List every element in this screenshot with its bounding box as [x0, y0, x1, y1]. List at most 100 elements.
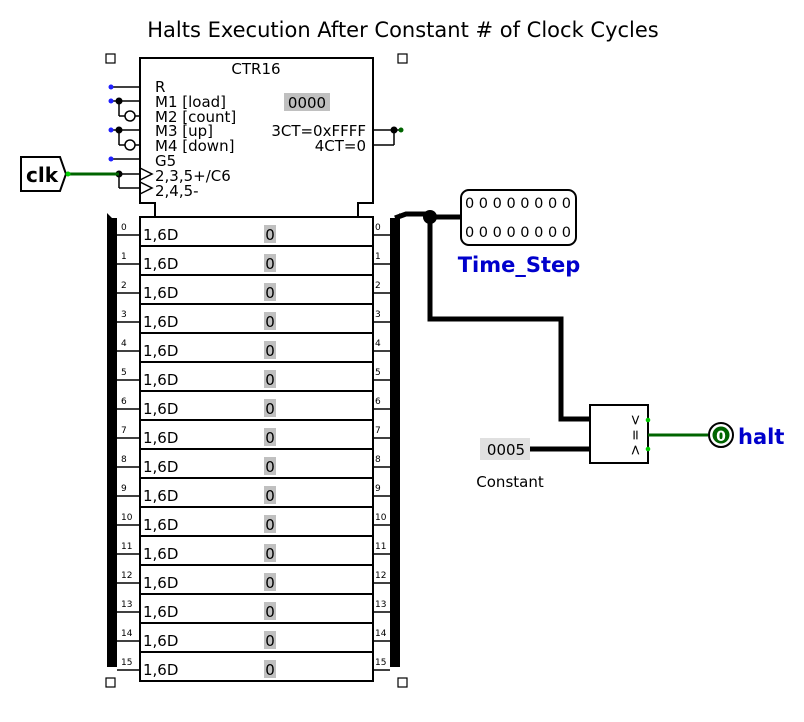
page-title: Halts Execution After Constant # of Cloc…: [147, 18, 659, 42]
register-bit-value-bg: [264, 283, 276, 301]
bus-lines: [107, 210, 593, 667]
halt-label: halt: [738, 425, 784, 449]
register-bit-index-left: 4: [121, 339, 127, 349]
register-bit-value: 0: [265, 632, 275, 650]
register-bit-index-left: 6: [121, 397, 127, 407]
register-bit-index-left: 8: [121, 455, 127, 465]
register-bit-value-bg: [264, 457, 276, 475]
counter-input-r: R: [155, 78, 165, 96]
constant-value[interactable]: 0005: [487, 441, 525, 459]
comparator[interactable]: > = <: [589, 404, 708, 464]
register-bit-index-right: 1: [375, 252, 381, 262]
register-bit-value: 0: [265, 458, 275, 476]
register-bit-index-right: 2: [375, 281, 381, 291]
register-bit-value-bg: [264, 515, 276, 533]
register-bit-index-left: 7: [121, 426, 127, 436]
register-bit-index-right: 5: [375, 368, 381, 378]
register-bit-value-bg: [264, 312, 276, 330]
clock-pin-shape[interactable]: [20, 156, 68, 192]
register-bit-value-bg: [264, 341, 276, 359]
register-bit-cell: [139, 622, 374, 653]
register-bit-index-left: 9: [121, 484, 127, 494]
register-bit-index-left: 14: [121, 629, 133, 639]
register-bit-cell: [139, 593, 374, 624]
register-bit-index-left: 15: [121, 658, 132, 668]
register-bit-value: 0: [265, 429, 275, 447]
register-bit-label: 1,6D: [143, 313, 178, 331]
register-bit-label: 1,6D: [143, 545, 178, 563]
handle-top-left[interactable]: [105, 53, 116, 64]
register-bit-label: 1,6D: [143, 284, 178, 302]
handle-bottom-right[interactable]: [397, 677, 408, 688]
register-bit-label: 1,6D: [143, 632, 178, 650]
counter-output-max: 3CT=0xFFFF: [271, 122, 366, 140]
selection-handles[interactable]: [105, 53, 408, 688]
register-bit-value: 0: [265, 661, 275, 679]
halt-value: 0: [716, 429, 726, 445]
handle-bottom-left[interactable]: [105, 677, 116, 688]
register-bit-value: 0: [265, 487, 275, 505]
counter-output-pin[interactable]: [398, 127, 404, 133]
counter-value: 0000: [288, 94, 326, 112]
register-bit-label: 1,6D: [143, 342, 178, 360]
comparator-box[interactable]: [589, 404, 649, 464]
register-bit-value-bg: [264, 370, 276, 388]
comparator-gt: >: [627, 414, 643, 426]
halt-output[interactable]: 0 halt: [708, 422, 784, 449]
comparator-lt-pin: [645, 446, 651, 452]
register-bit-value: 0: [265, 255, 275, 273]
counter-block[interactable]: CTR16 0000 R M1 [load] M2 [count] M3 [up…: [108, 57, 404, 218]
register-bit-label: 1,6D: [143, 371, 178, 389]
clock-label: clk: [26, 163, 59, 187]
constant-block[interactable]: 0005 Constant: [476, 438, 593, 491]
register-bit-index-left: 2: [121, 281, 127, 291]
halt-led[interactable]: [712, 426, 730, 444]
handle-top-right[interactable]: [397, 53, 408, 64]
time-step-probe[interactable]: 0 0 0 0 0 0 0 0 0 0 0 0 0 0 0 0 Time_Ste…: [458, 189, 581, 277]
counter-input-pin-dots[interactable]: [108, 84, 114, 162]
register-bit-row[interactable]: 1,6D 0 14 14: [117, 622, 390, 653]
counter-value-bg: [284, 93, 330, 111]
comparator-lt: <: [627, 444, 643, 456]
register-bit-label: 1,6D: [143, 226, 178, 244]
constant-label: Constant: [476, 473, 544, 491]
register-bit-index-right: 14: [375, 629, 387, 639]
probe-box[interactable]: [460, 189, 577, 246]
register-bit-label: 1,6D: [143, 487, 178, 505]
clock-pin-dot: [65, 171, 71, 177]
register-bit-label: 1,6D: [143, 603, 178, 621]
register-bit-index-left: 5: [121, 368, 127, 378]
register-bit-value-bg: [264, 486, 276, 504]
register-bit-value-bg: [264, 225, 276, 243]
clock-input[interactable]: clk: [20, 156, 119, 192]
register-bit-index-right: 4: [375, 339, 381, 349]
register-bit-value: 0: [265, 545, 275, 563]
register-bit-cell: [139, 564, 374, 595]
register-bit-row[interactable]: 1,6D 0 2 2: [117, 274, 390, 305]
register-bit-value: 0: [265, 284, 275, 302]
register-bit-cell: [139, 216, 374, 247]
register-bit-cell: [139, 419, 374, 450]
counter-input-g5: G5: [155, 152, 176, 170]
register-bit-index-right: 7: [375, 426, 381, 436]
register-bit-cell: [139, 361, 374, 392]
register-bit-label: 1,6D: [143, 255, 178, 273]
register-bit-index-left: 12: [121, 571, 132, 581]
probe-row2: 0 0 0 0 0 0 0 0: [465, 225, 571, 241]
